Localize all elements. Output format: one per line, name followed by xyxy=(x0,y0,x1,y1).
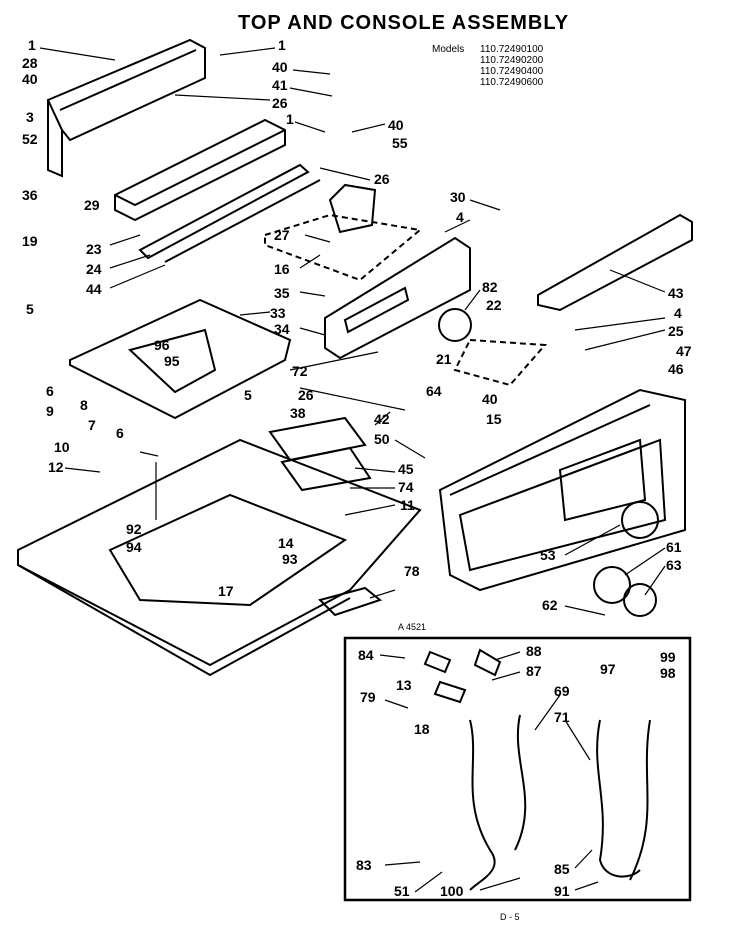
callout-label: 95 xyxy=(164,353,180,369)
callout-label: 51 xyxy=(394,883,410,899)
callout-label: 62 xyxy=(542,597,558,613)
callout-label: 45 xyxy=(398,461,414,477)
callout-label: 94 xyxy=(126,539,142,555)
callout-label: 28 xyxy=(22,55,38,71)
callout-label: 24 xyxy=(86,261,102,277)
callout-label: 34 xyxy=(274,321,290,337)
callout-label: 42 xyxy=(374,411,390,427)
callout-label: 91 xyxy=(554,883,570,899)
callout-label: 27 xyxy=(274,227,290,243)
callout-label: 22 xyxy=(486,297,502,313)
callout-label: 55 xyxy=(392,135,408,151)
callout-label: 43 xyxy=(668,285,684,301)
model-number: 110.72490400 xyxy=(480,66,544,77)
callout-label: 85 xyxy=(554,861,570,877)
drawing-code: A 4521 xyxy=(398,622,427,632)
callout-label: 79 xyxy=(360,689,376,705)
callout-label: 78 xyxy=(404,563,420,579)
callout-label: 100 xyxy=(440,883,464,899)
callout-label: 96 xyxy=(154,337,170,353)
callout-label: 23 xyxy=(86,241,102,257)
callout-label: 92 xyxy=(126,521,142,537)
callout-label: 1 xyxy=(278,37,286,53)
callout-label: 52 xyxy=(22,131,38,147)
callout-label: 1 xyxy=(28,37,36,53)
callout-label: 5 xyxy=(244,387,252,403)
callout-label: 64 xyxy=(426,383,442,399)
callout-label: 46 xyxy=(668,361,684,377)
callout-label: 74 xyxy=(398,479,414,495)
callout-label: 30 xyxy=(450,189,466,205)
callout-label: 18 xyxy=(414,721,430,737)
callout-label: 69 xyxy=(554,683,570,699)
callout-label: 10 xyxy=(54,439,70,455)
callout-label: 71 xyxy=(554,709,570,725)
callout-label: 6 xyxy=(46,383,54,399)
callout-label: 53 xyxy=(540,547,556,563)
callout-label: 63 xyxy=(666,557,682,573)
callout-label: 16 xyxy=(274,261,290,277)
callout-label: 6 xyxy=(116,425,124,441)
callout-label: 40 xyxy=(388,117,404,133)
callout-label: 25 xyxy=(668,323,684,339)
callout-label: 35 xyxy=(274,285,290,301)
callout-label: 82 xyxy=(482,279,498,295)
callout-label: 33 xyxy=(270,305,286,321)
callout-label: 83 xyxy=(356,857,372,873)
callout-label: 11 xyxy=(400,497,415,513)
callout-label: 1 xyxy=(286,111,294,127)
callout-label: 72 xyxy=(292,363,308,379)
callout-label: 40 xyxy=(482,391,498,407)
callout-label: 4 xyxy=(674,305,682,321)
model-number: 110.72490200 xyxy=(480,55,544,66)
callout-label: 38 xyxy=(290,405,306,421)
callout-label: 8 xyxy=(80,397,88,413)
callout-label: 9 xyxy=(46,403,54,419)
callout-label: 26 xyxy=(374,171,390,187)
callout-label: 47 xyxy=(676,343,692,359)
callout-label: 98 xyxy=(660,665,676,681)
callout-label: 5 xyxy=(26,301,34,317)
callout-label: 61 xyxy=(666,539,682,555)
callout-label: 7 xyxy=(88,417,96,433)
callout-label: 40 xyxy=(22,71,38,87)
callout-label: 14 xyxy=(278,535,294,551)
callout-label: 26 xyxy=(272,95,288,111)
models-label: Models xyxy=(432,44,465,55)
callout-label: 36 xyxy=(22,187,38,203)
callout-label: 29 xyxy=(84,197,100,213)
callout-label: 13 xyxy=(396,677,412,693)
callout-label: 4 xyxy=(456,209,464,225)
callout-label: 87 xyxy=(526,663,542,679)
callout-label: 84 xyxy=(358,647,374,663)
callout-label: 12 xyxy=(48,459,64,475)
page-number: D - 5 xyxy=(500,912,520,922)
callout-label: 97 xyxy=(600,661,616,677)
callout-label: 99 xyxy=(660,649,676,665)
callout-label: 21 xyxy=(436,351,452,367)
callout-label: 40 xyxy=(272,59,288,75)
callout-label: 17 xyxy=(218,583,234,599)
model-number: 110.72490100 xyxy=(480,44,544,55)
diagram-title: TOP AND CONSOLE ASSEMBLY xyxy=(238,12,570,34)
callout-label: 15 xyxy=(486,411,502,427)
model-number: 110.72490600 xyxy=(480,77,544,88)
callout-label: 93 xyxy=(282,551,298,567)
callout-label: 3 xyxy=(26,109,34,125)
callout-label: 44 xyxy=(86,281,102,297)
callout-label: 88 xyxy=(526,643,542,659)
callout-label: 50 xyxy=(374,431,390,447)
callout-label: 41 xyxy=(272,77,288,93)
callout-label: 26 xyxy=(298,387,314,403)
callout-label: 19 xyxy=(22,233,38,249)
